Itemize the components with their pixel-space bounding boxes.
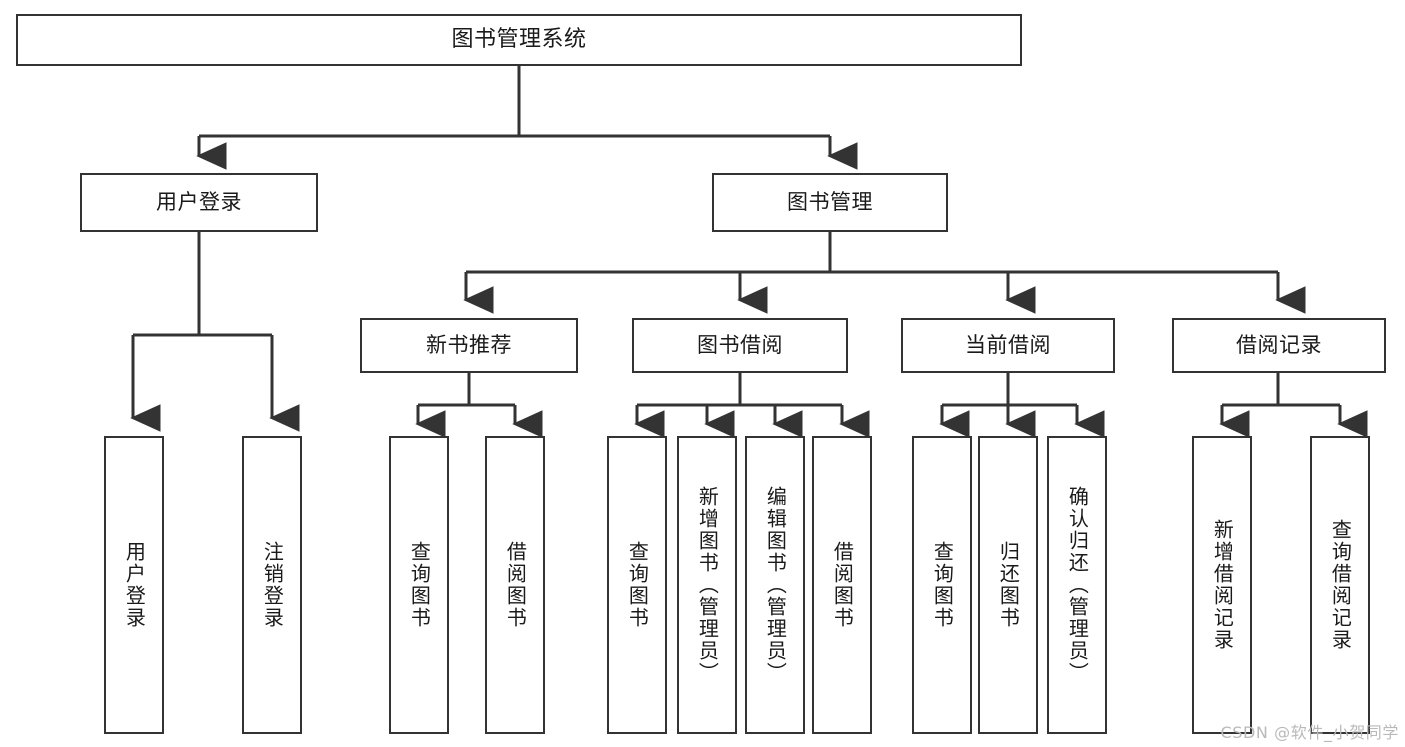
csdn-watermark: CSDN @软件_小贺同学 [1220,723,1399,742]
node-leaf-user-login[interactable]: 用户登录 [104,436,164,734]
node-label: 当前借阅 [965,333,1051,358]
node-label: 图书管理 [787,190,873,215]
node-label: 新增借阅记录 [1210,519,1235,651]
node-label: 新书推荐 [426,333,512,358]
node-root-book-management-system[interactable]: 图书管理系统 [16,14,1022,66]
node-leaf-query-book-current[interactable]: 查询图书 [912,436,972,734]
node-leaf-return-book[interactable]: 归还图书 [978,436,1038,734]
node-label: 编辑图书（管理员） [763,486,788,684]
node-leaf-borrow-book[interactable]: 借阅图书 [812,436,872,734]
node-label: 注销登录 [260,541,285,629]
node-new-book-recommend[interactable]: 新书推荐 [360,318,578,373]
node-label: 借阅图书 [830,541,855,629]
node-leaf-query-borrow-record[interactable]: 查询借阅记录 [1310,436,1370,734]
node-book-manage[interactable]: 图书管理 [712,173,948,232]
node-label: 图书管理系统 [451,27,587,53]
node-label: 确认归还（管理员） [1065,486,1090,684]
node-user-login[interactable]: 用户登录 [80,173,318,232]
node-label: 新增图书（管理员） [695,486,720,684]
node-leaf-add-book[interactable]: 新增图书（管理员） [677,436,737,734]
node-label: 归还图书 [996,541,1021,629]
node-label: 用户登录 [122,541,147,629]
node-borrow-record[interactable]: 借阅记录 [1172,318,1386,373]
node-label: 查询图书 [625,541,650,629]
node-book-borrow[interactable]: 图书借阅 [632,318,848,373]
node-label: 借阅记录 [1236,333,1322,358]
node-leaf-borrow-book-recommend[interactable]: 借阅图书 [485,436,545,734]
node-label: 用户登录 [156,190,242,215]
node-current-borrow[interactable]: 当前借阅 [901,318,1115,373]
node-leaf-user-logout[interactable]: 注销登录 [242,436,302,734]
node-label: 查询图书 [930,541,955,629]
node-label: 查询借阅记录 [1328,519,1353,651]
node-label: 图书借阅 [697,333,783,358]
node-leaf-add-borrow-record[interactable]: 新增借阅记录 [1192,436,1252,734]
node-label: 查询图书 [407,541,432,629]
node-leaf-edit-book[interactable]: 编辑图书（管理员） [745,436,805,734]
node-leaf-query-book-recommend[interactable]: 查询图书 [389,436,449,734]
node-leaf-confirm-return[interactable]: 确认归还（管理员） [1047,436,1107,734]
node-leaf-query-book-borrow[interactable]: 查询图书 [607,436,667,734]
node-label: 借阅图书 [503,541,528,629]
